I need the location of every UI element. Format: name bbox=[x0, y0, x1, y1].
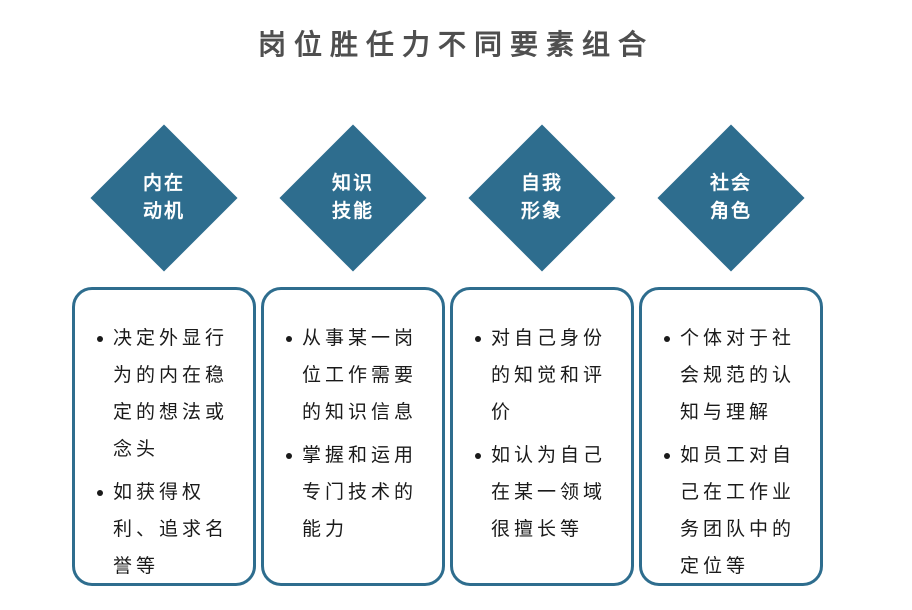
bullet-card: 从事某一岗位工作需要的知识信息 掌握和运用专门技术的能力 bbox=[261, 287, 445, 586]
diamond-knowledge-skills: 知识 技能 bbox=[279, 124, 427, 272]
diamond-label-line: 内在 bbox=[142, 173, 185, 194]
bullet-dot bbox=[286, 453, 292, 459]
diamond-label-line: 形象 bbox=[520, 201, 563, 222]
bullet-card: 个体对于社会规范的认知与理解 如员工对自己在工作业务团队中的定位等 bbox=[639, 287, 823, 586]
bullet-dot bbox=[286, 336, 292, 342]
bullet-dot bbox=[475, 453, 481, 459]
bullet-card: 决定外显行为的内在稳定的想法或念头 如获得权利、追求名誉等 bbox=[72, 287, 256, 586]
bullet-text: 个体对于社会规范的认知与理解 bbox=[680, 328, 796, 423]
bullet-dot bbox=[97, 490, 103, 496]
diamond-label: 知识 技能 bbox=[279, 124, 427, 272]
competency-column-self-image: 自我 形象 对自己身份的知觉和评价 如认为自己在某一领域很擅长等 bbox=[450, 124, 634, 586]
diamond-label: 内在 动机 bbox=[90, 124, 238, 272]
diamond-label-line: 角色 bbox=[709, 201, 752, 222]
diamond-self-image: 自我 形象 bbox=[468, 124, 616, 272]
bullet-text: 如员工对自己在工作业务团队中的定位等 bbox=[680, 445, 796, 577]
diamond-label: 自我 形象 bbox=[468, 124, 616, 272]
diamond-label: 社会 角色 bbox=[657, 124, 805, 272]
bullet-text: 对自己身份的知觉和评价 bbox=[491, 328, 607, 423]
competency-column-internal-motivation: 内在 动机 决定外显行为的内在稳定的想法或念头 如获得权利、追求名誉等 bbox=[72, 124, 256, 586]
bullet-text: 从事某一岗位工作需要的知识信息 bbox=[302, 328, 418, 423]
bullet-dot bbox=[475, 336, 481, 342]
diamond-label-line: 知识 bbox=[331, 173, 374, 194]
list-item: 如员工对自己在工作业务团队中的定位等 bbox=[658, 437, 808, 585]
bullet-text: 掌握和运用专门技术的能力 bbox=[302, 445, 418, 540]
list-item: 从事某一岗位工作需要的知识信息 bbox=[280, 320, 430, 431]
competency-columns: 内在 动机 决定外显行为的内在稳定的想法或念头 如获得权利、追求名誉等 bbox=[0, 124, 823, 586]
diamond-label-line: 社会 bbox=[709, 173, 752, 194]
bullet-text: 决定外显行为的内在稳定的想法或念头 bbox=[113, 328, 229, 460]
competency-column-knowledge-skills: 知识 技能 从事某一岗位工作需要的知识信息 掌握和运用专门技术的能力 bbox=[261, 124, 445, 586]
competency-column-social-role: 社会 角色 个体对于社会规范的认知与理解 如员工对自己在工作业务团队中的定位等 bbox=[639, 124, 823, 586]
diamond-label-line: 自我 bbox=[520, 173, 563, 194]
bullet-dot bbox=[664, 453, 670, 459]
bullet-text: 如获得权利、追求名誉等 bbox=[113, 482, 229, 577]
list-item: 掌握和运用专门技术的能力 bbox=[280, 437, 430, 548]
diamond-label-line: 技能 bbox=[331, 201, 374, 222]
bullet-card: 对自己身份的知觉和评价 如认为自己在某一领域很擅长等 bbox=[450, 287, 634, 586]
list-item: 如获得权利、追求名誉等 bbox=[91, 474, 241, 585]
list-item: 对自己身份的知觉和评价 bbox=[469, 320, 619, 431]
diamond-label-line: 动机 bbox=[142, 201, 185, 222]
bullet-dot bbox=[664, 336, 670, 342]
bullet-text: 如认为自己在某一领域很擅长等 bbox=[491, 445, 607, 540]
diamond-internal-motivation: 内在 动机 bbox=[90, 124, 238, 272]
list-item: 如认为自己在某一领域很擅长等 bbox=[469, 437, 619, 548]
list-item: 个体对于社会规范的认知与理解 bbox=[658, 320, 808, 431]
list-item: 决定外显行为的内在稳定的想法或念头 bbox=[91, 320, 241, 468]
diamond-social-role: 社会 角色 bbox=[657, 124, 805, 272]
page-title: 岗位胜任力不同要素组合 bbox=[257, 30, 654, 61]
bullet-dot bbox=[97, 336, 103, 342]
